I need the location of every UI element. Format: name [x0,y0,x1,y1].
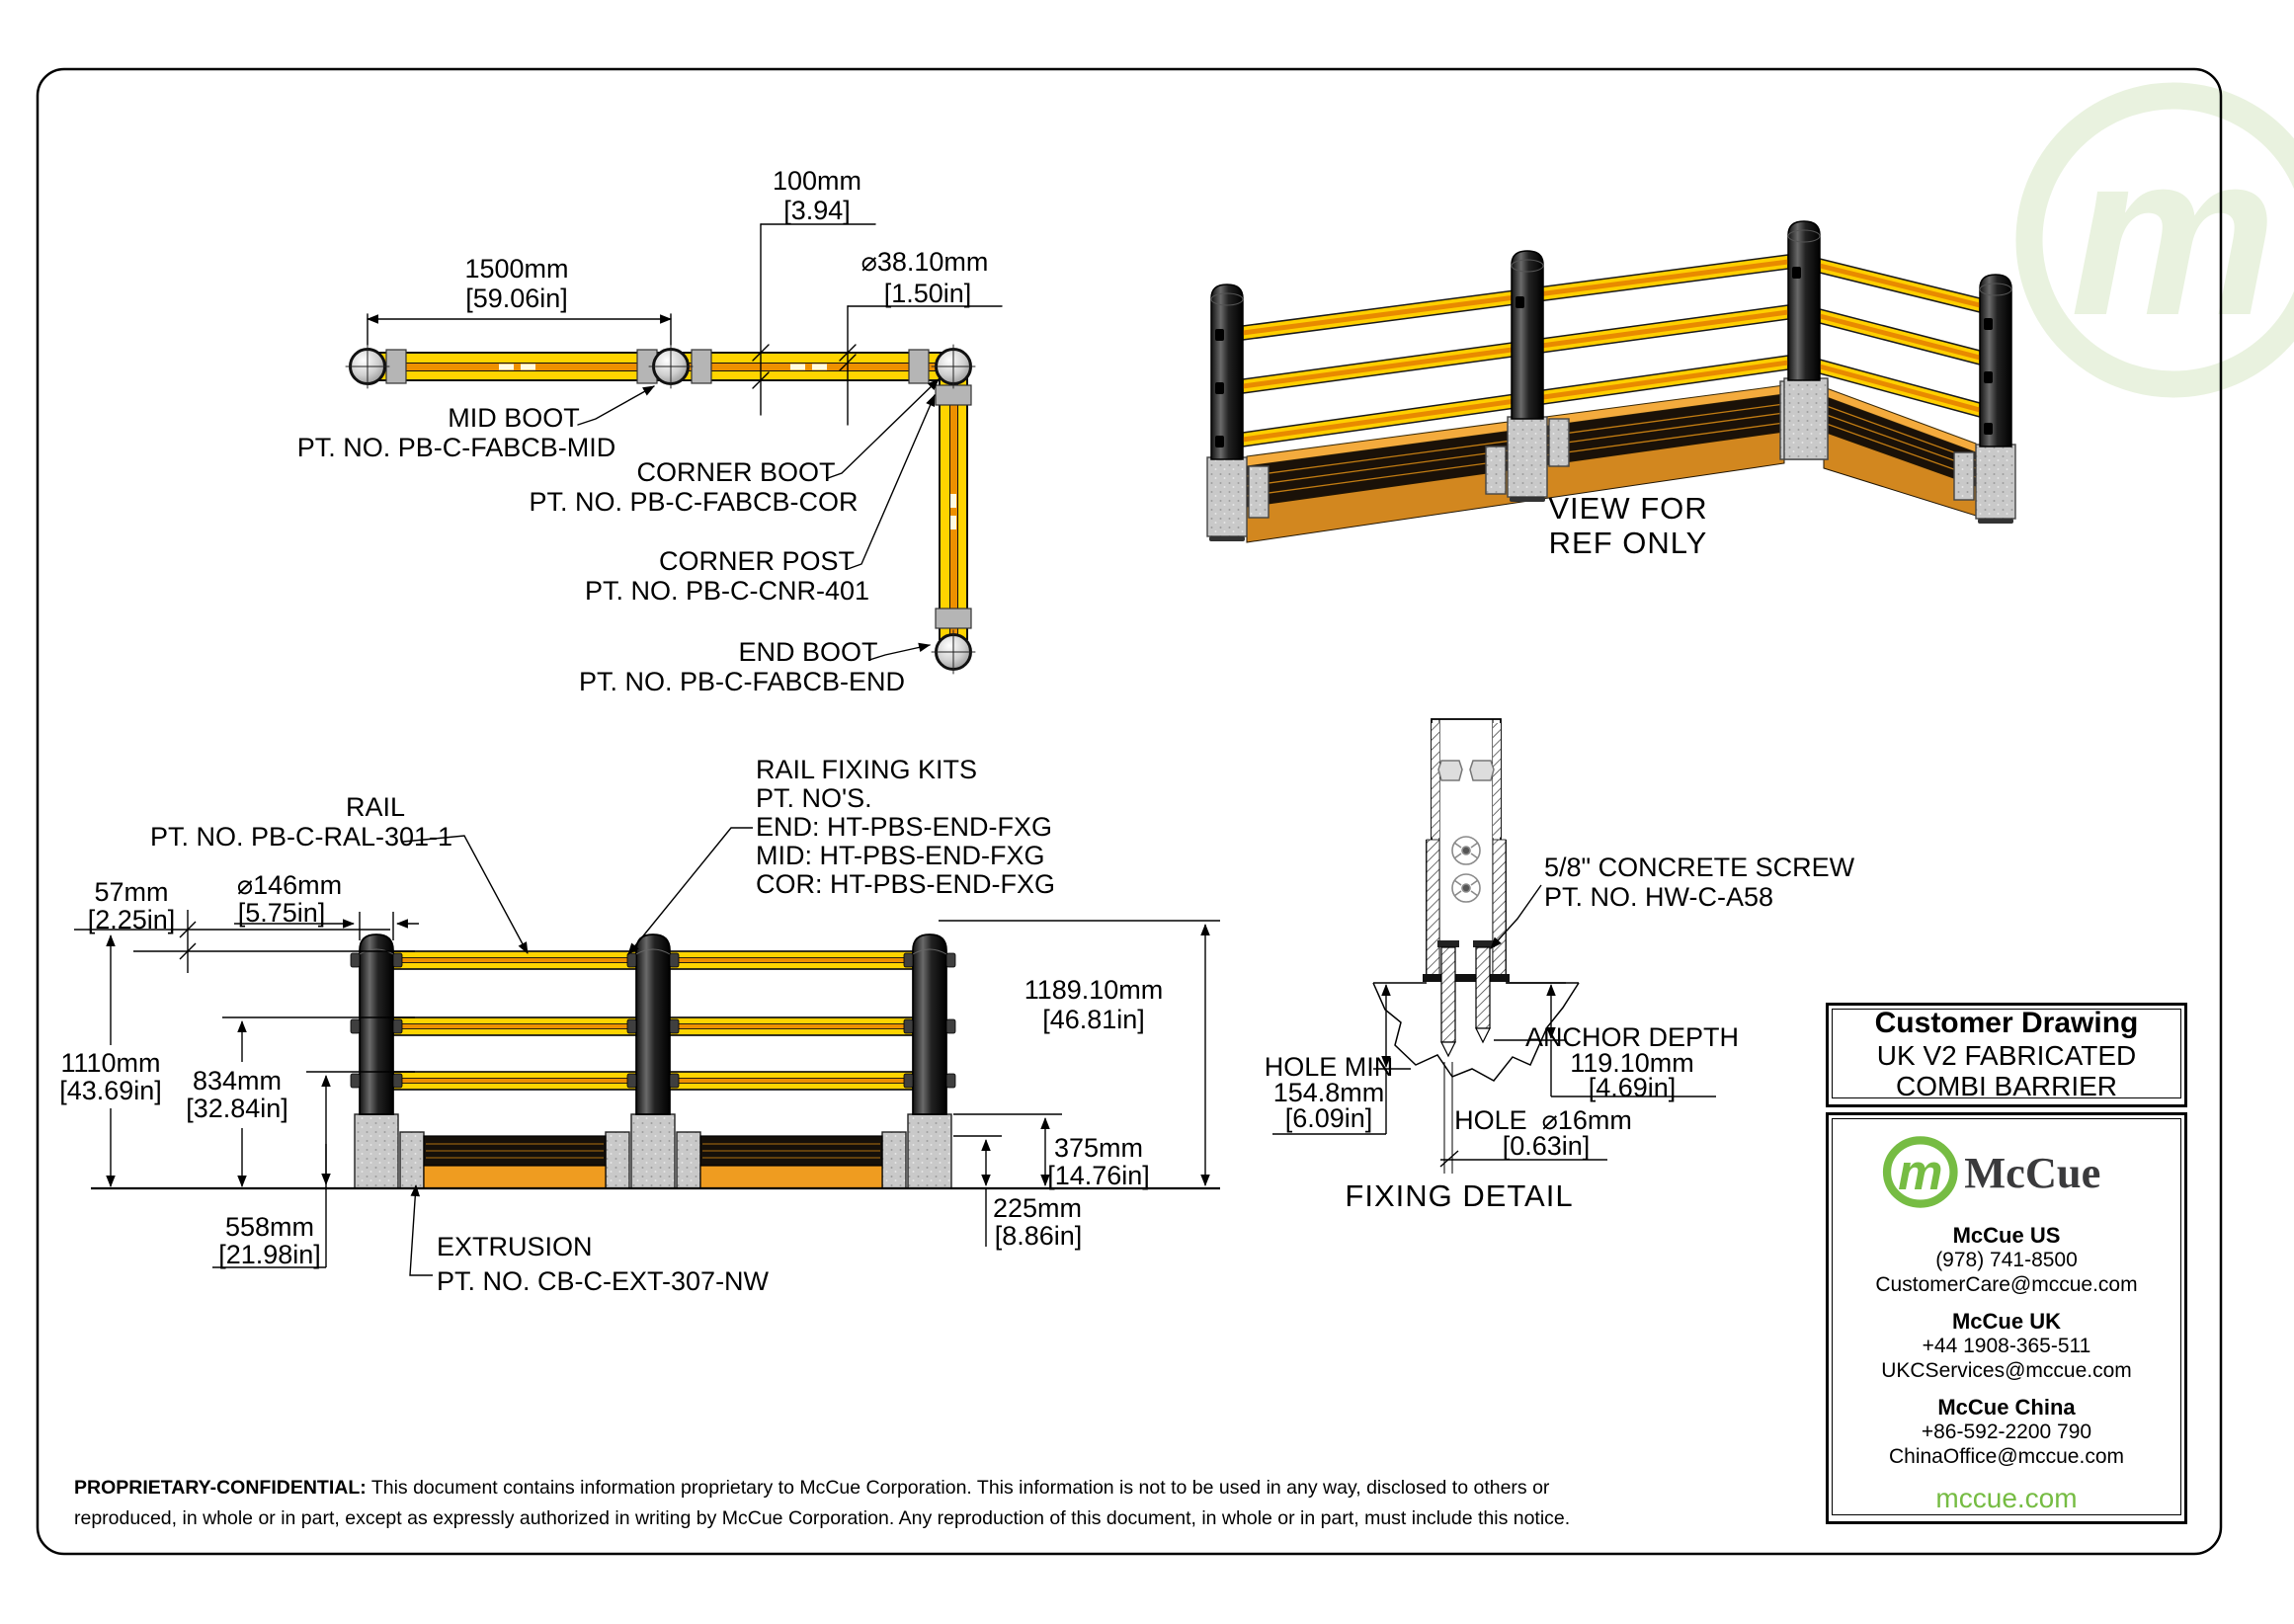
iso-caption-line2: REF ONLY [1548,526,1708,560]
proprietary-bold: PROPRIETARY-CONFIDENTIAL: [74,1477,367,1499]
drawing-subtitle-1: UK V2 FABRICATED [1876,1039,2137,1071]
contact-uk-email: UKCServices@mccue.com [1881,1359,2132,1382]
contact-uk-phone: +44 1908-365-511 [1922,1335,2091,1357]
proprietary-notice: PROPRIETARY-CONFIDENTIAL: This document … [74,1473,1570,1534]
hole-min-label: HOLE MIN [1264,1052,1394,1082]
end-boot-label: END BOOT [738,637,878,667]
proprietary-line2: reproduced, in whole or in part, except … [74,1507,1571,1529]
plan-dim-raildia-mm: ⌀38.10mm [860,247,989,277]
anchor-depth-mm: 119.10mm [1570,1048,1694,1078]
contact-uk: McCue UK +44 1908-365-511 UKCServices@mc… [1881,1309,2132,1383]
dim-146-in: [5.75in] [237,898,326,928]
dim-57-in: [2.25in] [87,905,176,934]
contact-us: McCue US (978) 741-8500 CustomerCare@mcc… [1875,1223,2137,1297]
elevation-drawing [74,827,1220,1276]
corner-boot-part: PT. NO. PB-C-FABCB-COR [529,487,859,517]
anchor-depth-label: ANCHOR DEPTH [1524,1022,1740,1052]
contact-us-phone: (978) 741-8500 [1935,1249,2078,1271]
hole-dia-in: [0.63in] [1502,1131,1591,1161]
svg-text:m: m [2071,104,2277,364]
title-block-header: Customer Drawing UK V2 FABRICATED COMBI … [1826,1003,2187,1107]
fixing-detail-drawing [1272,718,1716,1174]
dim-375-mm: 375mm [1053,1133,1144,1163]
hole-dia-line: HOLE ⌀16mm [1454,1106,1632,1135]
plan-dim-span-mm: 1500mm [464,254,569,284]
contact-us-name: McCue US [1952,1223,2061,1248]
hole-dia-label: HOLE [1454,1105,1527,1135]
dim-1110-mm: 1110mm [60,1048,161,1078]
rfk-line1: RAIL FIXING KITS [756,755,978,784]
end-boot-part: PT. NO. PB-C-FABCB-END [578,667,906,696]
corner-boot-label: CORNER BOOT [636,457,836,487]
page-border [36,67,2223,1556]
plan-dim-width-mm: 100mm [772,166,862,196]
dim-375-in: [14.76in] [1047,1161,1150,1190]
extrusion-part: PT. NO. CB-C-EXT-307-NW [437,1266,770,1296]
screw-label: 5/8" CONCRETE SCREW [1544,853,1855,882]
proprietary-rest: This document contains information propr… [366,1477,1550,1499]
title-block-body-inner: m McCue McCue US (978) 741-8500 Customer… [1832,1118,2181,1515]
dim-558-in: [21.98in] [218,1240,321,1269]
contact-us-email: CustomerCare@mccue.com [1875,1273,2138,1296]
dim-57-mm: 57mm [94,877,169,907]
dim-834-in: [32.84in] [186,1094,288,1123]
dim-558-mm: 558mm [224,1212,315,1242]
website-link[interactable]: mccue.com [1935,1483,2078,1513]
extrusion-label: EXTRUSION [437,1232,593,1261]
contact-china: McCue China +86-592-2200 790 ChinaOffice… [1889,1395,2124,1469]
mid-boot-label: MID BOOT [448,403,580,433]
rfk-line3: END: HT-PBS-END-FXG [756,812,1053,842]
drawing-title: Customer Drawing [1874,1006,2139,1039]
drawing-subtitle-2: COMBI BARRIER [1895,1070,2118,1101]
title-block-body: m McCue McCue US (978) 741-8500 Customer… [1826,1112,2187,1524]
mccue-wordmark: McCue [1964,1148,2100,1197]
mid-boot-part: PT. NO. PB-C-FABCB-MID [296,433,616,462]
dim-1189-mm: 1189.10mm [1024,975,1164,1005]
rail-label: RAIL [345,792,406,822]
title-block-header-inner: Customer Drawing UK V2 FABRICATED COMBI … [1832,1006,2181,1101]
rfk-line4: MID: HT-PBS-END-FXG [756,841,1045,870]
hole-min-mm: 154.8mm [1272,1078,1385,1107]
rfk-line2: PT. NO'S. [756,783,872,813]
proprietary-line1: PROPRIETARY-CONFIDENTIAL: This document … [74,1473,1570,1503]
plan-dim-width-in: [3.94] [783,196,851,225]
dim-225-mm: 225mm [992,1193,1083,1223]
dim-1189-in: [46.81in] [1042,1005,1145,1034]
corner-post-part: PT. NO. PB-C-CNR-401 [584,576,870,606]
contact-china-phone: +86-592-2200 790 [1921,1421,2092,1443]
hole-dia-mm: ⌀16mm [1541,1105,1632,1135]
rail-fixing-kits-block: RAIL FIXING KITS PT. NO'S. END: HT-PBS-E… [756,756,1055,899]
iso-caption-line1: VIEW FOR [1548,491,1708,526]
corner-post-label: CORNER POST [658,546,856,576]
plan-dim-raildia-in: [1.50in] [883,279,972,308]
dim-834-mm: 834mm [192,1066,283,1096]
dim-1110-in: [43.69in] [59,1076,162,1105]
contact-china-email: ChinaOffice@mccue.com [1888,1445,2124,1468]
rfk-line5: COR: HT-PBS-END-FXG [756,869,1056,899]
mccue-logo: m McCue [1882,1136,2100,1208]
contact-china-name: McCue China [1937,1395,2076,1420]
rail-part: PT. NO. PB-C-RAL-301-1 [149,822,453,852]
dim-225-in: [8.86in] [994,1221,1083,1251]
iso-view-drawing [1206,220,2016,543]
contact-uk-name: McCue UK [1951,1309,2061,1334]
plan-view-drawing [345,223,1003,675]
mccue-watermark-logo: m [2015,82,2294,398]
fixing-detail-title: FIXING DETAIL [1345,1178,1574,1213]
plan-dim-span-in: [59.06in] [465,284,568,313]
svg-text:m: m [1898,1144,1942,1200]
screw-part: PT. NO. HW-C-A58 [1544,882,1774,912]
dim-146-mm: ⌀146mm [236,870,343,900]
anchor-depth-in: [4.69in] [1588,1073,1677,1102]
hole-min-in: [6.09in] [1284,1103,1373,1133]
